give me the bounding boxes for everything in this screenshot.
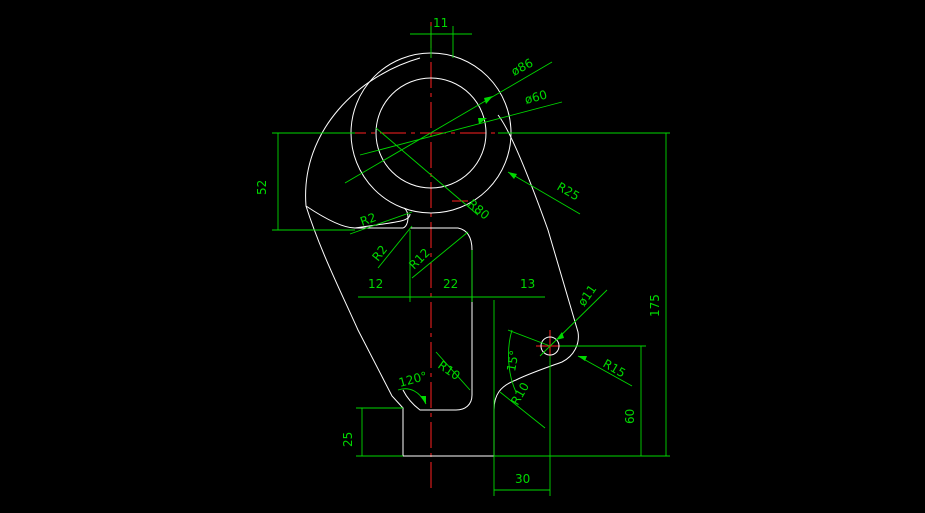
dim-r2b-text: R2 [369, 243, 390, 264]
dim-r10a-text: R10 [435, 358, 462, 383]
dim-r25-leader [507, 171, 581, 215]
dim-d60-leader [359, 101, 563, 156]
dim-15-text: 15° [504, 349, 521, 372]
part-outline [305, 52, 579, 457]
dim-hole-arrow [556, 332, 564, 340]
dim-d86-leader [344, 61, 553, 184]
small-hole [540, 336, 560, 356]
left-outer-arc [305, 57, 421, 229]
dim-60-text: 60 [623, 409, 637, 424]
dim-13-text: 13 [520, 277, 535, 291]
dim-r80-text: R80 [465, 197, 492, 223]
dim-r12-leader [411, 231, 469, 279]
dim-r25-text: R25 [555, 179, 582, 203]
right-edge [493, 114, 579, 456]
dim-22-text: 22 [443, 277, 458, 291]
dim-r10b-text: R10 [508, 380, 532, 407]
inner-slot [402, 207, 473, 411]
dim-12-text: 12 [368, 277, 383, 291]
dim-15-arc [508, 329, 517, 393]
r2-fillet-top [354, 213, 411, 229]
dim-r10a-leader [435, 351, 471, 391]
dim-d60-text: ø60 [523, 88, 548, 107]
dim-hole-leader [539, 289, 608, 357]
dim-r25-arrow [508, 172, 517, 179]
dim-120-text: 120° [397, 369, 429, 390]
dim-r2a-leader [349, 211, 413, 235]
dim-r2a-text: R2 [358, 210, 378, 229]
dim-r80-leader [375, 127, 479, 216]
dim-15-ref-line [507, 329, 551, 347]
dim-r15-arrow [578, 356, 587, 361]
dim-r15-leader [577, 355, 633, 387]
left-lower-edge [305, 205, 404, 456]
dim-hole-text: ø11 [575, 282, 599, 309]
dim-30-text: 30 [515, 472, 530, 486]
dim-d60-arrow [478, 118, 487, 124]
dim-d86-text: ø86 [509, 56, 536, 79]
dim-175-text: 175 [648, 294, 662, 317]
dim-25-text: 25 [341, 432, 355, 447]
dim-11-text: 11 [433, 16, 448, 30]
inner-circle [375, 77, 487, 189]
dim-d86-arrow [484, 96, 493, 104]
dim-52-text: 52 [255, 180, 269, 195]
dim-120-arrow [420, 396, 426, 404]
dim-r2b-leader [377, 225, 413, 269]
dim-r15-text: R15 [601, 356, 628, 380]
dim-r10b-leader [499, 391, 546, 429]
